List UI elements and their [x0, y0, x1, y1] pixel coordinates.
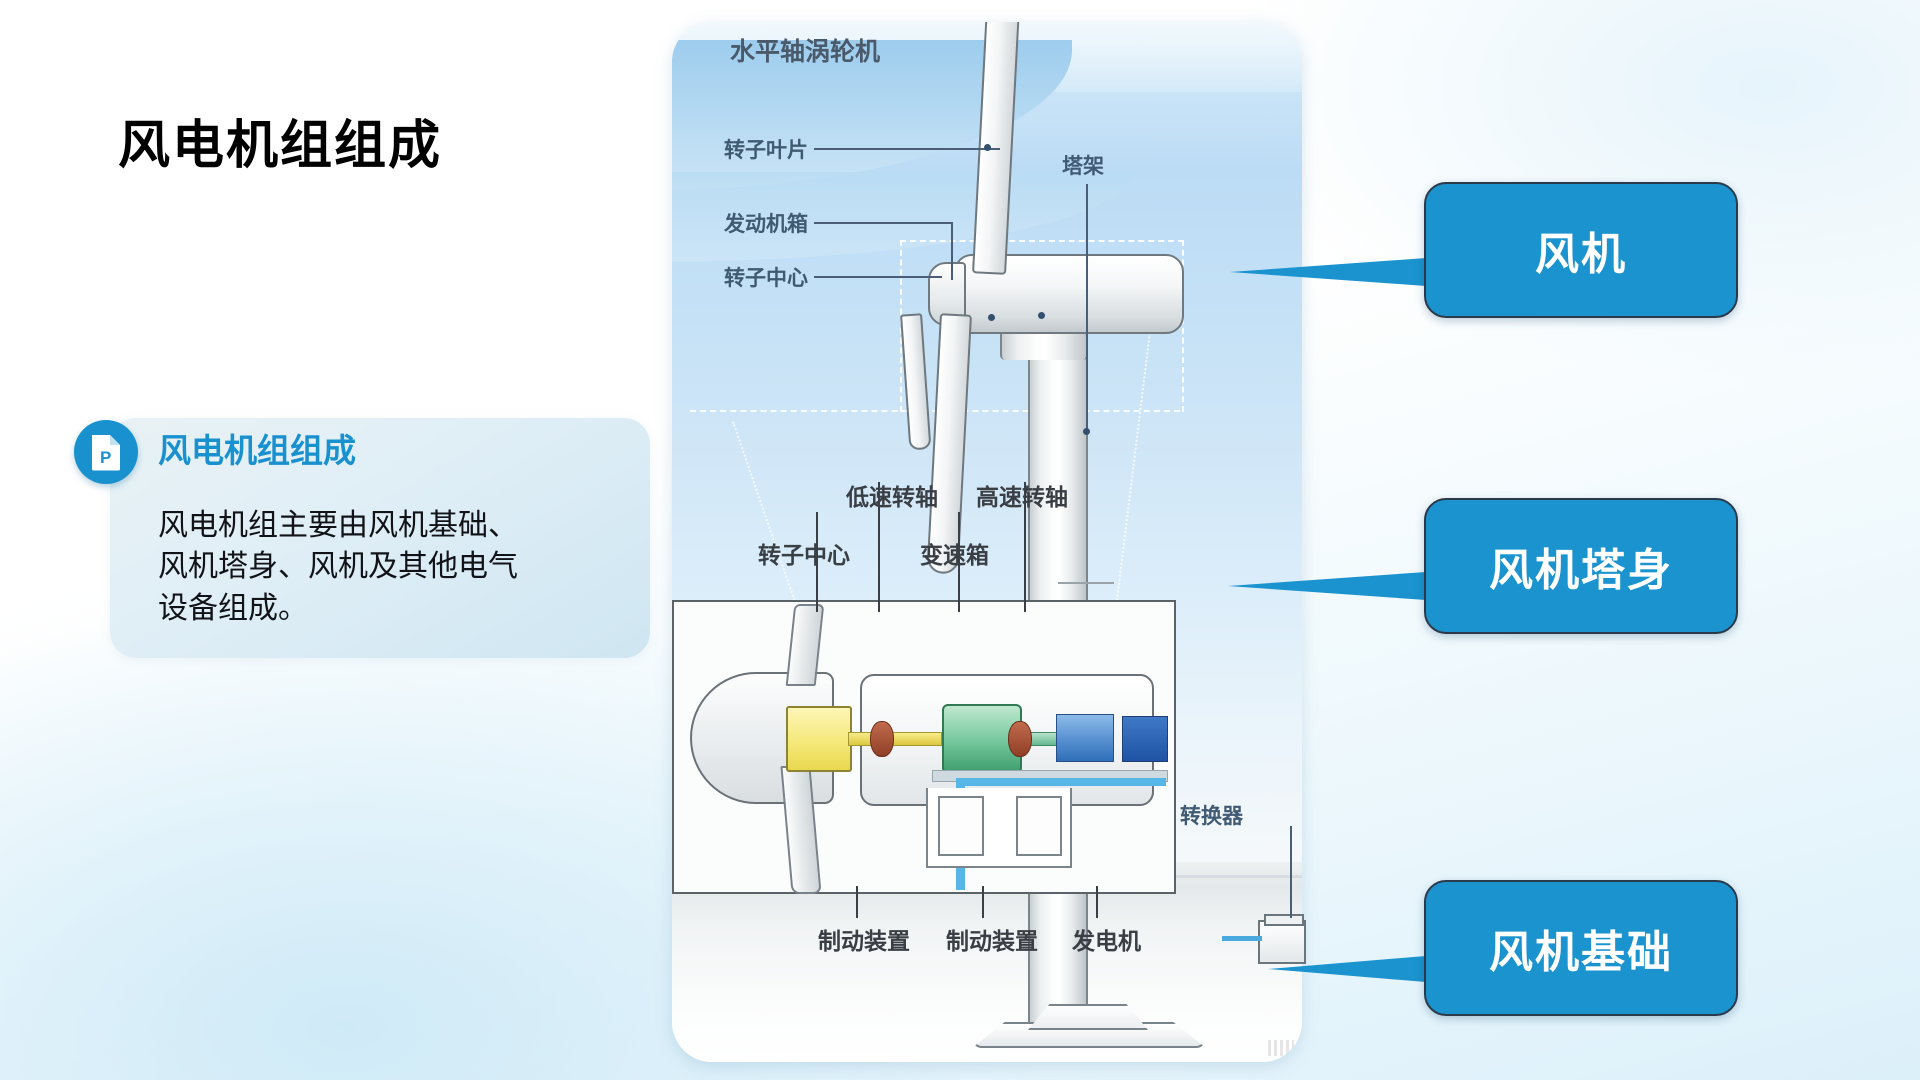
label-brake-right: 制动装置: [946, 929, 1038, 954]
inset-generator-primary: [1056, 714, 1114, 762]
callout-tail-turbine: [1230, 258, 1426, 286]
svg-text:P: P: [100, 448, 111, 467]
callout-tower-label: 风机塔身: [1489, 546, 1673, 595]
leader-high-speed-shaft: [1024, 482, 1026, 612]
leader-low-speed-shaft: [878, 482, 880, 612]
leader-rotor-hub: [814, 276, 942, 278]
converter-lid: [1264, 914, 1304, 926]
turbine-tower-upper-collar: [1000, 330, 1088, 360]
label-converter: 转换器: [1180, 804, 1243, 828]
label-tower: 塔架: [1062, 154, 1104, 178]
callout-tail-tower: [1228, 572, 1426, 600]
leader-dot-rotor-blade: [984, 144, 991, 151]
label-rotor-hub-inset: 转子中心: [758, 543, 850, 568]
leader-dot-nacelle: [988, 314, 995, 321]
inset-coupling-left: [870, 721, 894, 757]
leader-rotor-hub-inset: [816, 512, 818, 612]
leader-generator: [1096, 886, 1098, 918]
label-gearbox: 变速箱: [920, 543, 989, 568]
page-title: 风电机组组成: [118, 116, 443, 175]
callout-tail-foundation: [1268, 956, 1426, 982]
leader-rotor-blade: [814, 148, 1000, 150]
leader-brake-right: [982, 886, 984, 918]
label-high-speed-shaft: 高速转轴: [976, 485, 1068, 510]
ground-area: [672, 862, 1302, 1062]
callout-tower[interactable]: 风机塔身: [1424, 498, 1738, 634]
info-card-body-line-3: 设备组成。: [158, 591, 308, 625]
inset-low-speed-shaft: [848, 732, 942, 746]
leader-dot-rotor-hub: [1038, 312, 1045, 319]
inset-rotor-hub: [786, 706, 852, 772]
info-card-body-line-2: 风机塔身、风机及其他电气: [158, 550, 518, 584]
label-brake-left: 制动装置: [818, 929, 910, 954]
inset-generator-secondary: [1122, 716, 1168, 762]
callout-turbine-label: 风机: [1535, 230, 1627, 279]
info-card-body-line-1: 风电机组主要由风机基础、: [158, 509, 518, 542]
label-low-speed-shaft: 低速转轴: [846, 485, 938, 510]
inset-cable-horizontal: [956, 778, 1166, 786]
info-card-body: 风电机组主要由风机基础、 风机塔身、风机及其他电气 设备组成。: [158, 505, 628, 629]
info-card: [110, 418, 650, 658]
document-p-icon: P: [74, 420, 138, 484]
callout-turbine[interactable]: 风机: [1424, 182, 1738, 318]
watermark-mark: [1268, 1040, 1294, 1056]
converter-cable: [1222, 936, 1262, 941]
leader-dot-tower: [1083, 428, 1090, 435]
callout-foundation-label: 风机基础: [1489, 928, 1673, 977]
diagram-heading: 水平轴涡轮机: [730, 39, 881, 66]
info-card-title: 风电机组组成: [158, 432, 356, 469]
nacelle-cutaway-inset: [672, 600, 1176, 894]
leader-tower: [1086, 184, 1088, 432]
leader-gearbox: [958, 512, 960, 612]
label-nacelle-box: 发动机箱: [724, 212, 808, 236]
leader-brake-left: [856, 886, 858, 918]
inset-brake-left: [938, 796, 984, 856]
callout-foundation[interactable]: 风机基础: [1424, 880, 1738, 1016]
inset-coupling-right: [1008, 721, 1032, 757]
rotor-blade-side: [900, 313, 932, 451]
label-generator: 发电机: [1072, 929, 1141, 954]
leader-nacelle-drop: [951, 222, 953, 280]
label-rotor-blade: 转子叶片: [724, 138, 808, 162]
turbine-foundation-neck: [1028, 1004, 1148, 1030]
leader-nacelle: [814, 222, 952, 224]
inset-brake-right: [1016, 796, 1062, 856]
label-rotor-hub-top: 转子中心: [724, 266, 808, 290]
leader-converter: [1290, 826, 1292, 918]
tower-seam-1: [1058, 582, 1114, 584]
